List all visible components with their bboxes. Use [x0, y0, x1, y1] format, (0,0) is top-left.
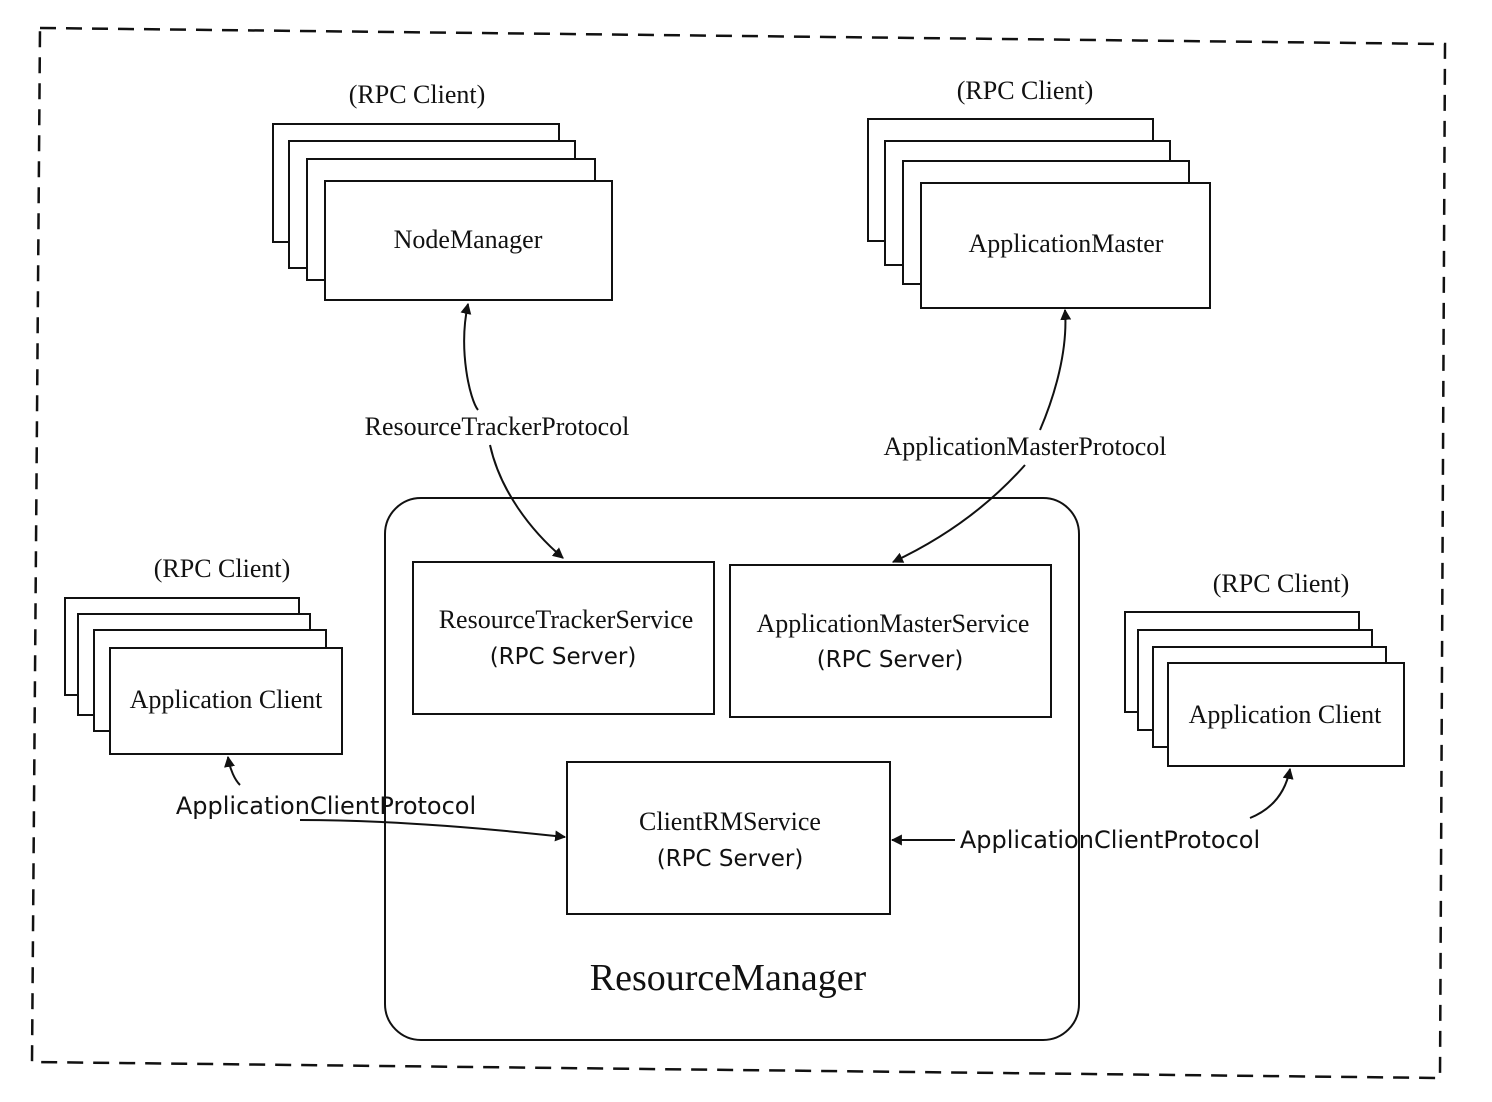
application-master-label: ApplicationMaster	[969, 229, 1164, 258]
application-client-protocol-left-to-rm	[299, 819, 567, 842]
resource-manager-label: ResourceManager	[590, 957, 867, 999]
application-master-protocol-label: ApplicationMasterProtocol	[883, 432, 1166, 461]
client-rm-service-role: (RPC Server)	[657, 846, 804, 872]
application-client-right-box[interactable]	[1167, 662, 1405, 767]
node-manager-rpc-client-caption: (RPC Client)	[349, 80, 486, 109]
resource-tracker-service-role: (RPC Server)	[490, 644, 637, 670]
client-rm-service[interactable]: ClientRMService (RPC Server)	[566, 761, 891, 915]
application-client-protocol-left-connector	[224, 755, 241, 786]
application-master-stack: (RPC Client) ApplicationMaster	[867, 76, 1211, 309]
application-master-service-box[interactable]	[729, 564, 1052, 718]
resource-tracker-service[interactable]: ResourceTrackerService (RPC Server)	[412, 561, 715, 715]
application-client-right-label: Application Client	[1189, 700, 1383, 729]
application-master-box[interactable]	[920, 182, 1211, 309]
node-manager-box[interactable]	[324, 180, 613, 301]
application-master-service[interactable]: ApplicationMasterService (RPC Server)	[729, 564, 1052, 718]
application-master-protocol-connector	[893, 310, 1065, 562]
application-master-service-name: ApplicationMasterService	[757, 609, 1030, 638]
application-master-rpc-client-caption: (RPC Client)	[957, 76, 1094, 105]
client-rm-service-name: ClientRMService	[639, 807, 821, 836]
client-rm-service-box[interactable]	[566, 761, 891, 915]
application-client-protocol-right-label: ApplicationClientProtocol	[960, 826, 1260, 854]
resource-tracker-service-box[interactable]	[412, 561, 715, 715]
application-client-protocol-right-connector	[1249, 767, 1294, 819]
application-client-left-box[interactable]	[109, 647, 343, 755]
application-client-right-rpc-client-caption: (RPC Client)	[1213, 569, 1350, 598]
application-client-stack-left: (RPC Client) Application Client	[64, 554, 343, 755]
application-client-left-rpc-client-caption: (RPC Client)	[154, 554, 291, 583]
application-client-protocol-left-label: ApplicationClientProtocol	[176, 792, 476, 820]
node-manager-label: NodeManager	[394, 225, 543, 254]
application-master-service-role: (RPC Server)	[817, 647, 964, 673]
resource-tracker-service-name: ResourceTrackerService	[439, 605, 694, 634]
application-client-left-label: Application Client	[130, 685, 324, 714]
node-manager-stack: (RPC Client) NodeManager	[272, 80, 613, 301]
outer-dashed-boundary	[30, 26, 1447, 1080]
application-client-stack-right: (RPC Client) Application Client	[1124, 569, 1405, 767]
resource-tracker-protocol-connector	[464, 304, 563, 558]
resource-tracker-protocol-label: ResourceTrackerProtocol	[365, 412, 630, 441]
